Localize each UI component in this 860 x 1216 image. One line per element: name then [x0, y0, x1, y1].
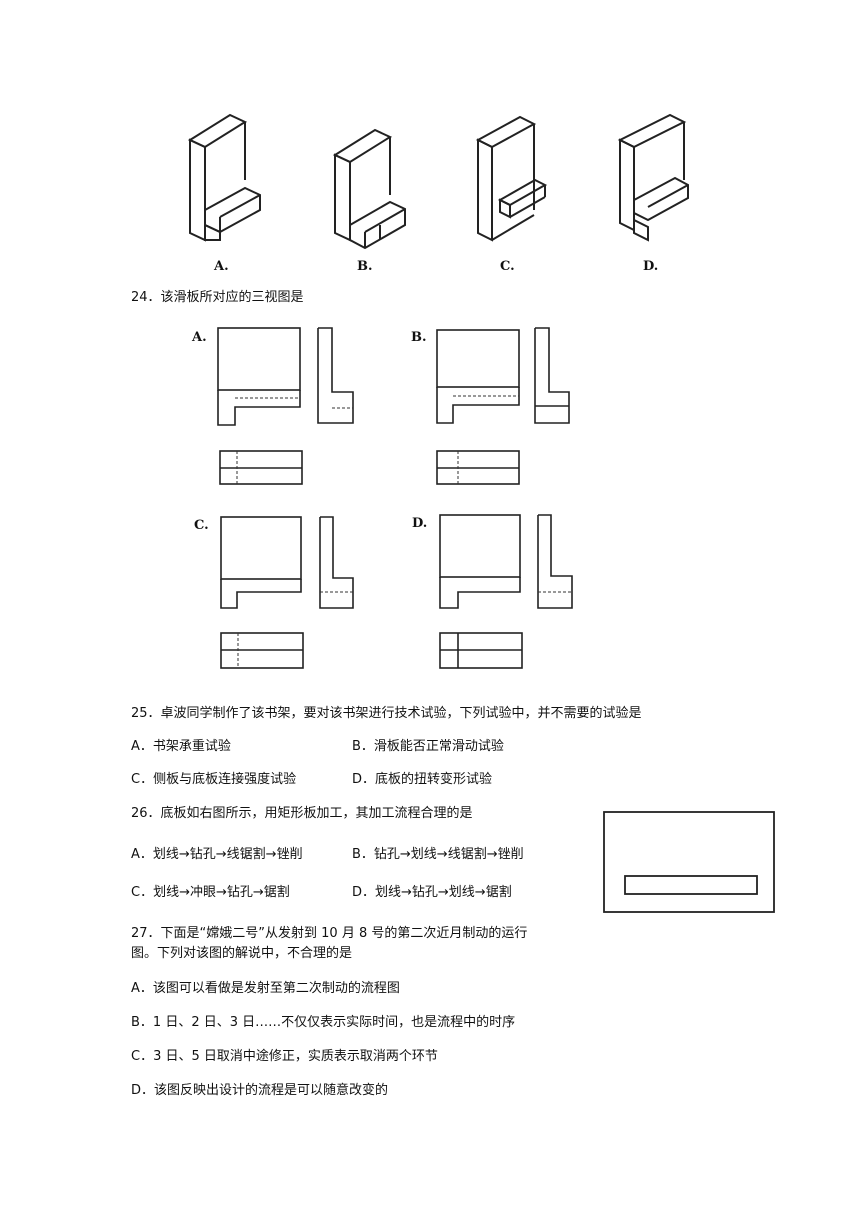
q25-option-d: D．底板的扭转变形试验	[352, 772, 493, 787]
question-27-text-line1: 27．下面是“嫦娥二号”从发射到 10 月 8 号的第二次近月制动的运行	[131, 926, 528, 941]
iso-label-b: B.	[357, 259, 373, 274]
iso-label-d: D.	[643, 259, 659, 274]
iso-figure-c	[475, 115, 548, 242]
three-view-b	[436, 327, 570, 485]
question-24-text: 24．该滑板所对应的三视图是	[131, 290, 304, 305]
view-label-c: C.	[194, 518, 209, 533]
q26-option-d: D．划线→钻孔→划线→锯割	[352, 885, 512, 900]
q25-option-a: A．书架承重试验	[131, 739, 231, 754]
q25-option-c: C．侧板与底板连接强度试验	[131, 772, 297, 787]
iso-label-c: C.	[500, 259, 515, 274]
isometric-figures	[187, 113, 689, 250]
q27-option-c: C．3 日、5 日取消中途修正，实质表示取消两个环节	[131, 1049, 438, 1064]
question-26-text: 26．底板如右图所示，用矩形板加工，其加工流程合理的是	[131, 806, 473, 821]
question-25-text: 25．卓波同学制作了该书架，要对该书架进行技术试验，下列试验中，并不需要的试验是	[131, 706, 642, 721]
q27-option-b: B．1 日、2 日、3 日……不仅仅表示实际时间，也是流程中的时序	[131, 1015, 516, 1030]
three-view-c	[220, 516, 354, 669]
base-plate-figure	[603, 811, 775, 913]
q27-option-a: A．该图可以看做是发射至第二次制动的流程图	[131, 981, 400, 996]
three-view-drawings	[217, 327, 573, 669]
q27-option-d: D．该图反映出设计的流程是可以随意改变的	[131, 1083, 389, 1098]
q26-option-b: B．钻孔→划线→线锯割→锉削	[352, 847, 524, 862]
q26-option-c: C．划线→冲眼→钻孔→锯割	[131, 885, 290, 900]
q26-option-a: A．划线→钻孔→线锯割→锉削	[131, 847, 303, 862]
view-label-d: D.	[412, 516, 428, 531]
iso-figure-a	[187, 113, 261, 242]
iso-figure-d	[617, 113, 689, 242]
q25-option-b: B．滑板能否正常滑动试验	[352, 739, 504, 754]
view-label-b: B.	[411, 330, 427, 345]
iso-figure-b	[332, 128, 406, 250]
three-view-a	[217, 327, 354, 485]
iso-label-a: A.	[214, 259, 229, 274]
view-label-a: A.	[192, 330, 207, 345]
question-27-text-line2: 图。下列对该图的解说中，不合理的是	[131, 946, 353, 961]
three-view-d	[439, 514, 573, 669]
